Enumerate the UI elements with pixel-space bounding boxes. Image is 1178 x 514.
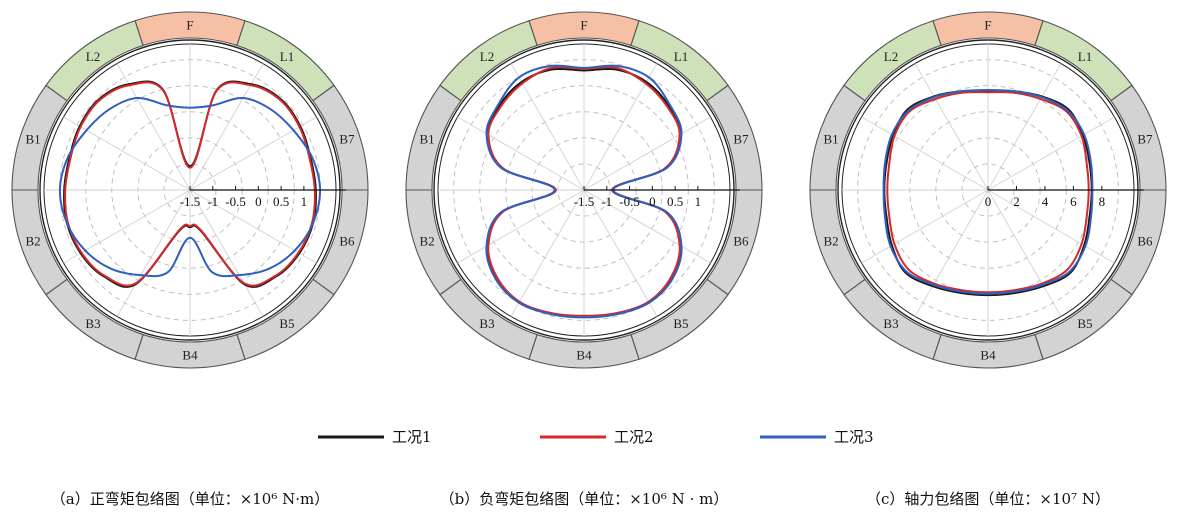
segment-label-F: F [186, 18, 193, 33]
grid-spoke [583, 189, 658, 317]
series-line-3 [58, 96, 322, 278]
series-line-2 [487, 66, 681, 317]
grid-spoke [987, 189, 1062, 317]
axis-tick-label: 1 [695, 194, 702, 209]
segment-label-B2: B2 [419, 233, 434, 248]
axis-tick-label: 0.5 [273, 194, 289, 209]
segment-label-B6: B6 [339, 233, 355, 248]
axis-tick-label: -1 [601, 194, 612, 209]
grid-spoke [583, 116, 711, 191]
segment-label-L2: L2 [480, 49, 494, 64]
segment-label-F: F [984, 18, 991, 33]
segment-label-B4: B4 [576, 348, 592, 363]
segment-label-B4: B4 [182, 348, 198, 363]
legend-label-2: 工况2 [614, 428, 654, 446]
captions: （a）正弯矩包络图（单位：×10⁶ N·m） （b）负弯矩包络图（单位：×10⁶ … [51, 490, 1110, 508]
grid-spoke [861, 189, 989, 264]
grid-spoke [510, 189, 585, 317]
grid-spoke [510, 63, 585, 191]
axis-tick-label: -1 [207, 194, 218, 209]
series-line-1 [63, 80, 317, 288]
segment-label-B3: B3 [479, 316, 494, 331]
segment-label-B7: B7 [733, 132, 749, 147]
segment-label-B2: B2 [25, 233, 40, 248]
series-line-2 [64, 81, 316, 287]
grid-spoke [914, 189, 989, 317]
segment-label-B6: B6 [1137, 233, 1153, 248]
segment-label-B7: B7 [1137, 132, 1153, 147]
segment-label-B6: B6 [733, 233, 749, 248]
grid-spoke [987, 189, 1115, 264]
axis-tick-label: 0 [649, 194, 656, 209]
segment-label-B5: B5 [279, 316, 294, 331]
axis-tick-label: 0.5 [667, 194, 683, 209]
segment-label-B2: B2 [823, 233, 838, 248]
panel-caption: （c）轴力包络图（单位：×10⁷ N） [866, 490, 1110, 508]
axis-tick-label: -1.5 [180, 194, 201, 209]
segment-label-B1: B1 [25, 132, 40, 147]
segment-label-L1: L1 [280, 49, 294, 64]
axis-tick-label: -0.5 [225, 194, 246, 209]
ring-segment-L2 [45, 20, 144, 102]
series-line-2 [886, 91, 1090, 294]
grid-spoke [583, 189, 711, 264]
grid-spoke [116, 189, 191, 317]
segment-label-B1: B1 [419, 132, 434, 147]
segment-label-B7: B7 [339, 132, 355, 147]
grid-spoke [189, 116, 317, 191]
axis-tick-label: 1 [301, 194, 308, 209]
segment-label-B3: B3 [85, 316, 100, 331]
grid-spoke [457, 189, 585, 264]
axis-tick-label: 8 [1099, 194, 1106, 209]
series-line-1 [883, 89, 1093, 297]
legend-label-1: 工况1 [392, 428, 432, 446]
axis-tick-label: -0.5 [619, 194, 640, 209]
series-line-3 [485, 64, 683, 319]
segment-label-F: F [580, 18, 587, 33]
grid-spoke [987, 116, 1115, 191]
segment-label-B5: B5 [1077, 316, 1092, 331]
segment-label-B5: B5 [673, 316, 688, 331]
segment-label-B3: B3 [883, 316, 898, 331]
series-line-3 [882, 89, 1094, 295]
axis-tick-label: 4 [1042, 194, 1049, 209]
segment-label-B1: B1 [823, 132, 838, 147]
segment-label-L1: L1 [674, 49, 688, 64]
grid-spoke [63, 116, 191, 191]
legend-label-3: 工况3 [834, 428, 874, 446]
segment-label-L1: L1 [1078, 49, 1092, 64]
grid-spoke [861, 116, 989, 191]
panel-caption: （a）正弯矩包络图（单位：×10⁶ N·m） [51, 490, 330, 508]
ring-segment-L2 [439, 20, 538, 102]
grid-spoke [189, 189, 264, 317]
grid-spoke [583, 63, 658, 191]
grid-spoke [914, 63, 989, 191]
grid-spoke [457, 116, 585, 191]
panel-caption: （b）负弯矩包络图（单位：×10⁶ N · m） [440, 490, 729, 508]
legend: 工况1 工况2 工况3 [318, 428, 874, 446]
ring-segment-L2 [843, 20, 942, 102]
segment-label-L2: L2 [86, 49, 100, 64]
axis-tick-label: 6 [1070, 194, 1077, 209]
axis-tick-label: 0 [255, 194, 262, 209]
axis-tick-label: 0 [985, 194, 992, 209]
segment-label-L2: L2 [884, 49, 898, 64]
grid-spoke [987, 63, 1062, 191]
axis-tick-label: 2 [1013, 194, 1020, 209]
axis-tick-label: -1.5 [574, 194, 595, 209]
segment-label-B4: B4 [980, 348, 996, 363]
